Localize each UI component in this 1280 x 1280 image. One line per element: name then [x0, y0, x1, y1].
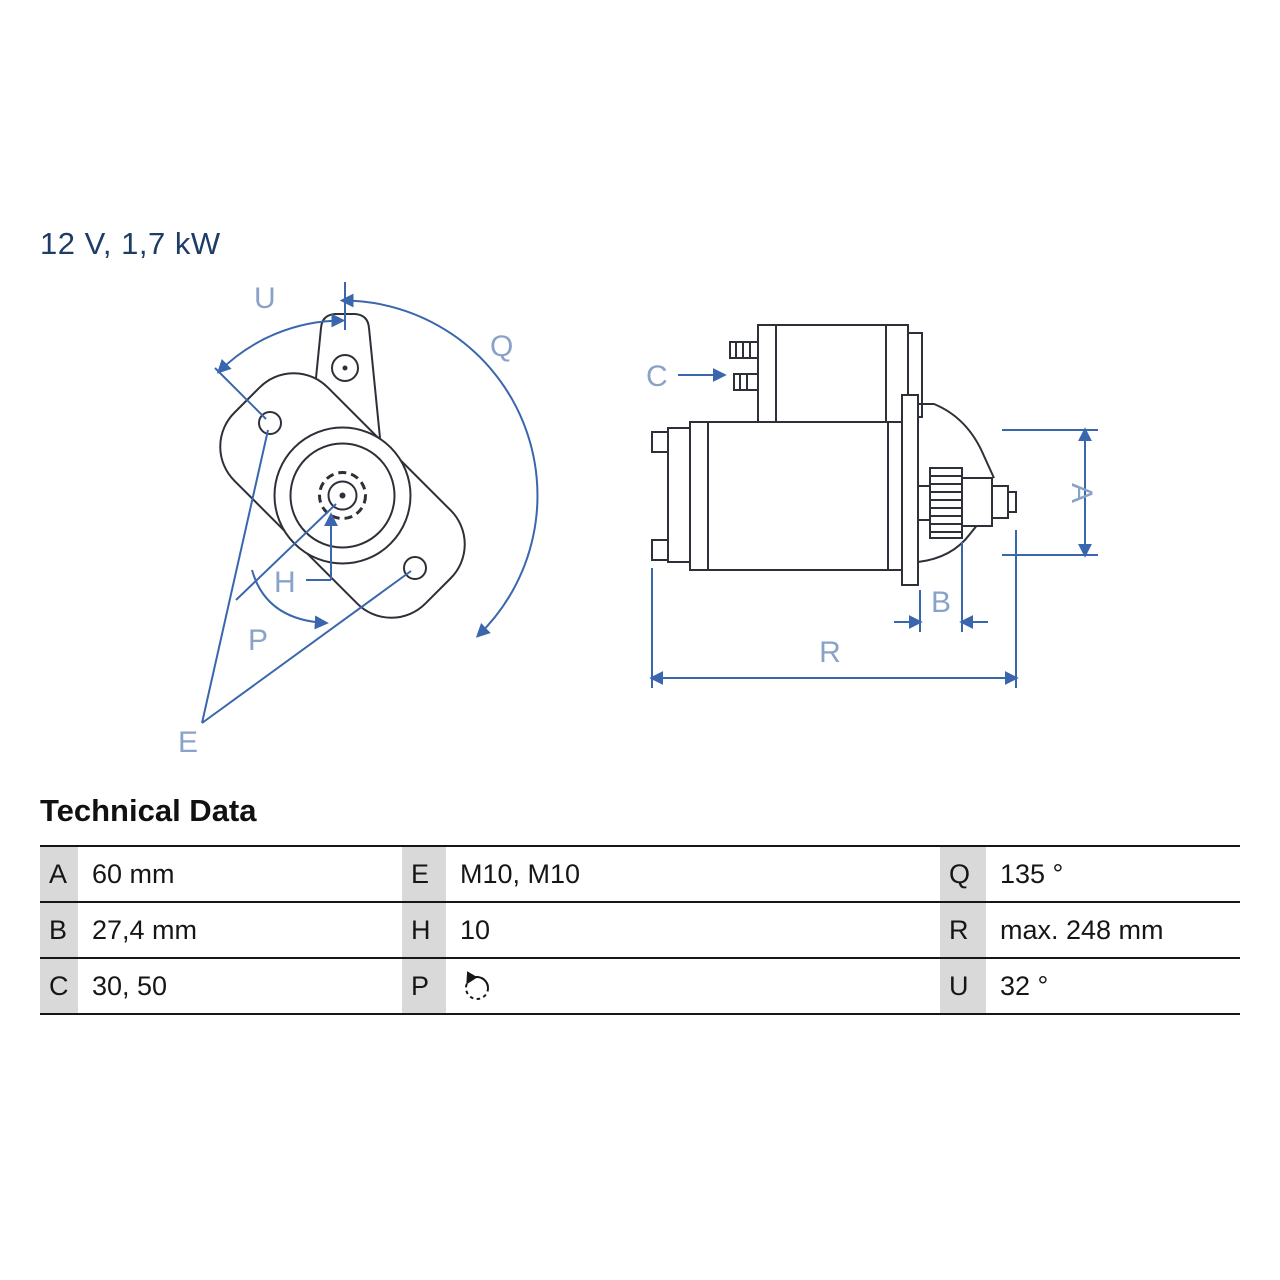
- side-view-drawing: C A B R: [646, 324, 1098, 688]
- spec-key-a: A: [40, 847, 78, 901]
- dim-label-a: A: [1065, 483, 1098, 503]
- spec-value-c: 30, 50: [78, 959, 402, 1013]
- dim-label-h: H: [274, 566, 296, 599]
- spec-key-r: R: [940, 903, 986, 957]
- spec-key-q: Q: [940, 847, 986, 901]
- spec-key-c: C: [40, 959, 78, 1013]
- dim-label-p: P: [248, 624, 268, 657]
- spec-value-u: 32 °: [986, 959, 1240, 1013]
- dim-label-r: R: [819, 636, 841, 669]
- side-view-dimension-lines: [649, 368, 1098, 688]
- spec-value-e: M10, M10: [446, 847, 940, 901]
- voltage-power-title: 12 V, 1,7 kW: [40, 226, 221, 261]
- dim-label-e: E: [178, 726, 198, 759]
- spec-value-r: max. 248 mm: [986, 903, 1240, 957]
- technical-data-table: A 60 mm E M10, M10 Q 135 ° B 27,4 mm H 1…: [40, 845, 1240, 1015]
- table-row: C 30, 50 P U 32 °: [40, 957, 1240, 1013]
- dim-label-q: Q: [490, 330, 513, 363]
- spec-value-p: [446, 959, 940, 1013]
- dim-label-b: B: [931, 586, 951, 619]
- starter-body-outline: [651, 324, 1017, 586]
- front-view-dimension-lines: [201, 282, 539, 724]
- spec-key-u: U: [940, 959, 986, 1013]
- dim-label-c: C: [646, 360, 668, 393]
- spec-value-q: 135 °: [986, 847, 1240, 901]
- dim-label-u: U: [254, 282, 276, 315]
- starter-flange-outline: [219, 313, 466, 619]
- technical-data-heading: Technical Data: [40, 793, 257, 828]
- spec-key-e: E: [402, 847, 446, 901]
- spec-key-b: B: [40, 903, 78, 957]
- table-row: A 60 mm E M10, M10 Q 135 °: [40, 845, 1240, 901]
- spec-key-h: H: [402, 903, 446, 957]
- spec-key-p: P: [402, 959, 446, 1013]
- spec-value-h: 10: [446, 903, 940, 957]
- spec-value-a: 60 mm: [78, 847, 402, 901]
- table-row: B 27,4 mm H 10 R max. 248 mm: [40, 901, 1240, 957]
- rotation-ccw-icon: [465, 971, 489, 1000]
- front-view-drawing: U Q H P E: [178, 282, 539, 759]
- spec-value-b: 27,4 mm: [78, 903, 402, 957]
